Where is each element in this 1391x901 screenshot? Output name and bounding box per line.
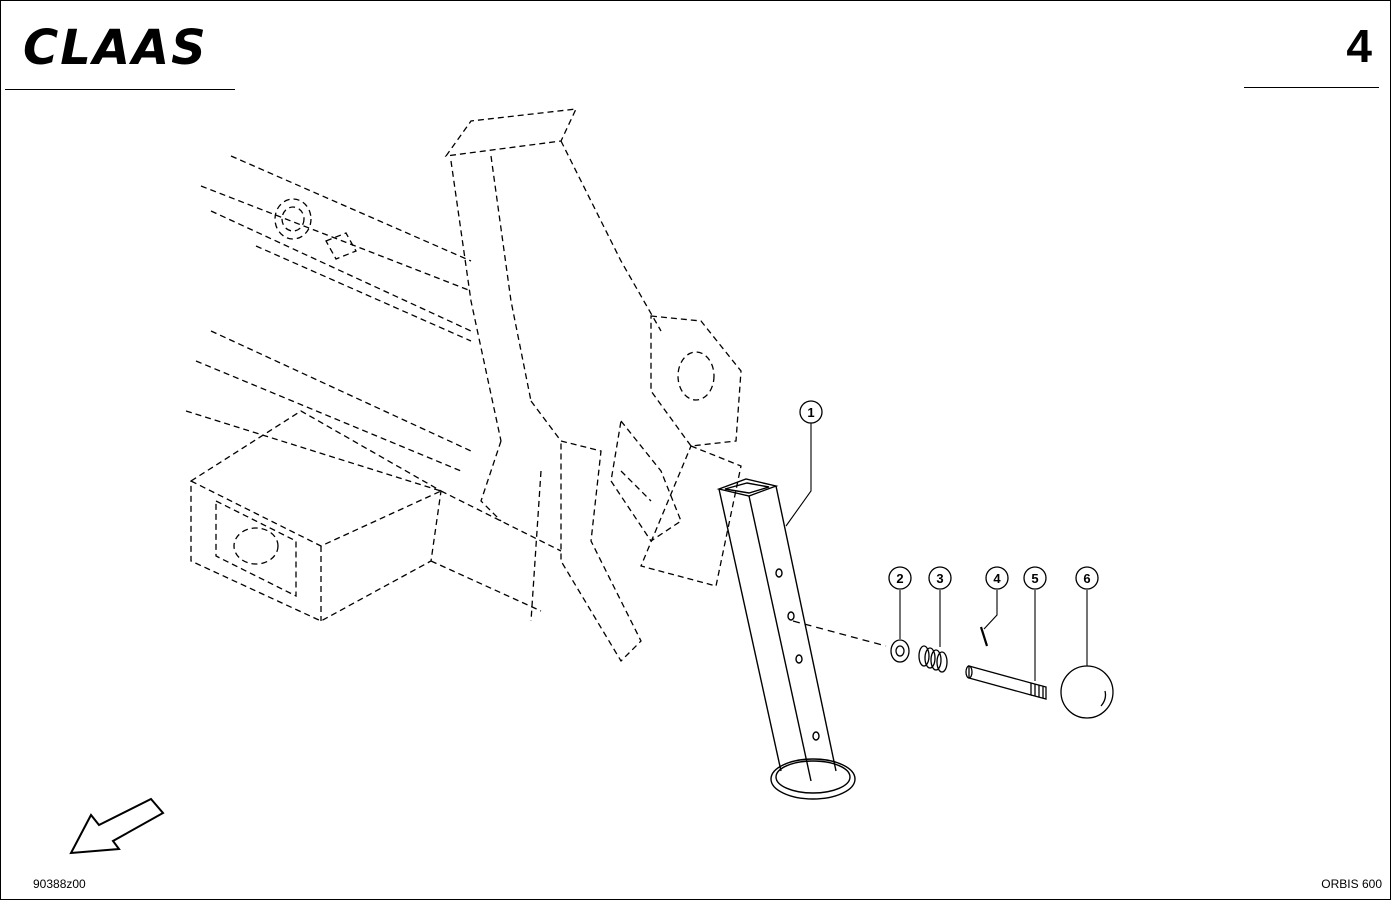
drawing-code: 90388z00 bbox=[33, 877, 86, 891]
brand-logo: CLAAS bbox=[23, 23, 243, 73]
callout-6-label: 6 bbox=[1083, 571, 1090, 586]
callout-3-label: 3 bbox=[936, 571, 943, 586]
leader-lines bbox=[785, 423, 1088, 681]
header-rule-right bbox=[1244, 87, 1379, 88]
callout-6-circle bbox=[1075, 566, 1099, 590]
frame-structure bbox=[185, 108, 742, 663]
callout-5: 5 bbox=[1023, 566, 1047, 590]
header-rule-left bbox=[5, 89, 235, 90]
callout-2-circle bbox=[888, 566, 912, 590]
callout-6: 6 bbox=[1075, 566, 1099, 590]
callout-5-circle bbox=[1023, 566, 1047, 590]
callout-2: 2 bbox=[888, 566, 912, 590]
callout-3: 3 bbox=[928, 566, 952, 590]
callout-1-circle bbox=[799, 400, 823, 424]
callout-3-circle bbox=[928, 566, 952, 590]
callout-5-label: 5 bbox=[1031, 571, 1038, 586]
callout-2-label: 2 bbox=[896, 571, 903, 586]
callout-4-label: 4 bbox=[993, 571, 1001, 586]
callout-1-label: 1 bbox=[807, 405, 814, 420]
page-number: 4 bbox=[1346, 20, 1372, 72]
callout-4: 4 bbox=[985, 566, 1009, 590]
brand-logo-text: CLAAS bbox=[23, 20, 208, 76]
stand-leg-part bbox=[716, 478, 856, 800]
arrow-down-left-icon bbox=[69, 797, 165, 855]
pin-assembly bbox=[792, 620, 1114, 719]
callout-4-circle bbox=[985, 566, 1009, 590]
machine-model: ORBIS 600 bbox=[1321, 877, 1382, 891]
callout-1: 1 bbox=[799, 400, 823, 424]
